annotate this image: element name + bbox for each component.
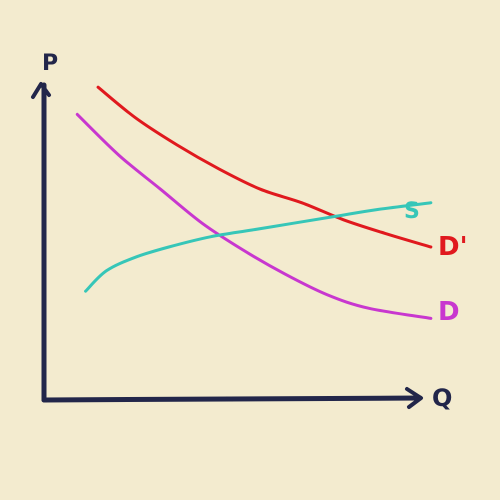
curve-s <box>84 201 433 293</box>
curves-group <box>75 85 433 320</box>
x-axis-arrowhead <box>405 387 423 409</box>
curve-d <box>75 112 433 320</box>
x-axis <box>41 395 423 403</box>
y-axis-arrowhead <box>31 82 51 99</box>
p-axis-label: P <box>42 51 58 76</box>
d-curve-label: D <box>438 297 460 327</box>
d-prime-curve-label: D' <box>438 232 468 262</box>
curve-d-prime <box>96 85 433 249</box>
q-axis-label: Q <box>432 384 452 412</box>
s-curve-label: S <box>404 199 420 224</box>
